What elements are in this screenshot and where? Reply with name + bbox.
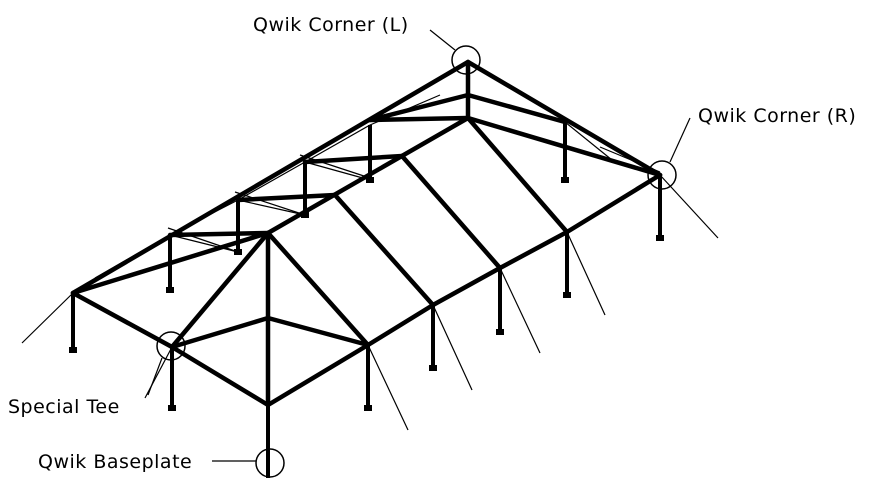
qwik-baseplate-ring bbox=[255, 448, 285, 478]
qwik-corner-left-ring bbox=[451, 45, 481, 75]
posts bbox=[71, 62, 662, 478]
special-tee-ring bbox=[156, 331, 186, 361]
qwik-baseplate-label: Qwik Baseplate bbox=[38, 451, 192, 473]
qwik-corner-left-label: Qwik Corner (L) bbox=[253, 14, 409, 36]
leader-lines bbox=[147, 29, 691, 462]
main-frame bbox=[70, 59, 663, 408]
guy-ropes bbox=[21, 174, 719, 431]
qwik-corner-right-label: Qwik Corner (R) bbox=[698, 105, 856, 127]
qwik-corner-right-ring bbox=[647, 160, 677, 190]
special-tee-label: Special Tee bbox=[8, 396, 120, 418]
feet bbox=[69, 177, 664, 411]
callout-rings bbox=[156, 45, 677, 478]
